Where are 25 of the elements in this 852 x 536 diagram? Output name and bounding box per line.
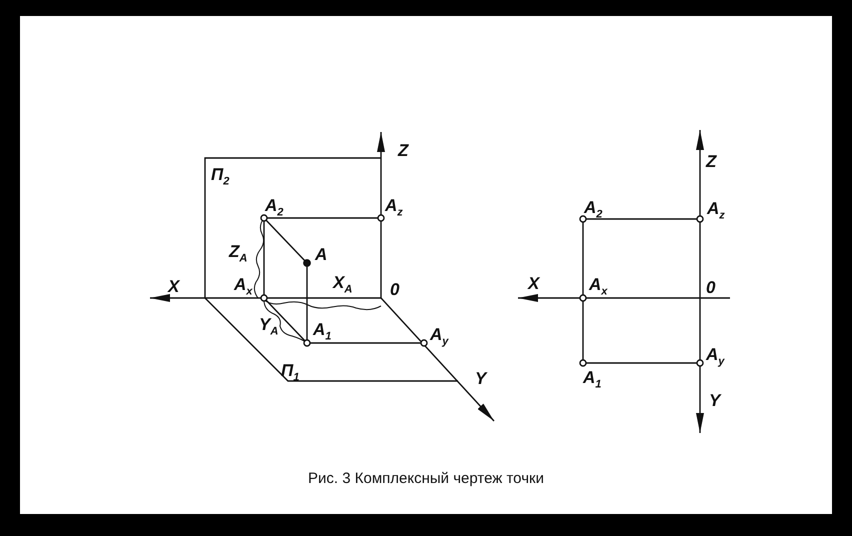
- dimension-label: Z$_{A}$: [229, 243, 248, 266]
- point-label: A$_{1}$: [313, 321, 332, 344]
- axis-label: Y: [475, 370, 486, 388]
- point-label: A$_{x}$: [234, 276, 252, 300]
- point-label: A: [315, 246, 328, 264]
- dimension-label: Y$_{A}$: [259, 316, 278, 340]
- plane-label: Π$_{1}$: [281, 362, 300, 386]
- axis-label: Z: [706, 153, 716, 171]
- axis-label: X: [528, 275, 540, 293]
- point-label: A$_{2}$: [584, 199, 602, 222]
- origin-label: 0: [390, 281, 400, 299]
- point-label: A$_{y}$: [430, 326, 448, 350]
- axis-label: Y: [709, 392, 720, 410]
- point-label: A$_{y}$: [706, 346, 724, 370]
- axis-label: Z: [398, 142, 408, 160]
- point-label: A$_{z}$: [385, 197, 403, 220]
- point-label: A$_{2}$: [265, 197, 284, 220]
- figure-caption: Рис. 3 Комплексный чертеж точки: [308, 470, 544, 487]
- point-label: A$_{1}$: [583, 369, 602, 392]
- plane-label: Π$_{2}$: [211, 166, 230, 190]
- dimension-label: X$_{A}$: [333, 274, 352, 298]
- origin-label: 0: [706, 279, 716, 297]
- point-label: A$_{x}$: [589, 276, 608, 300]
- point-label: A$_{z}$: [707, 200, 725, 224]
- axis-label: X: [168, 278, 180, 296]
